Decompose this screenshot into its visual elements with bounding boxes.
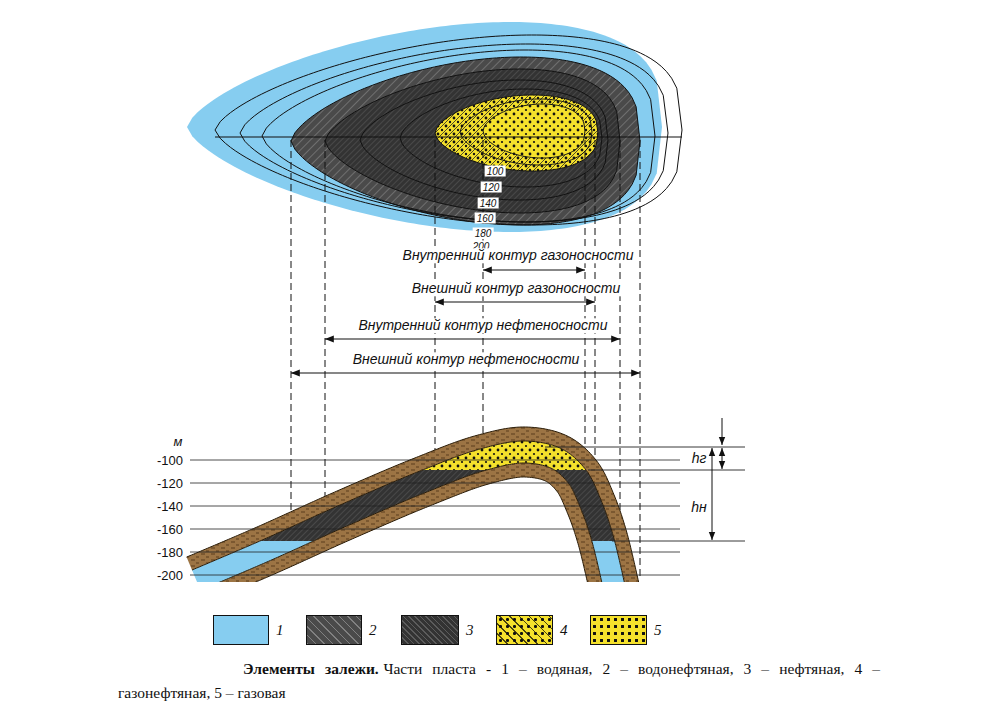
- thickness-arrow: [722, 448, 723, 469]
- contact-line: [545, 447, 745, 448]
- depth-line: [190, 460, 680, 461]
- water-zone: [192, 541, 626, 582]
- legend-number: 4: [560, 622, 568, 639]
- legend-swatch: [496, 615, 553, 645]
- depth-line: [190, 483, 680, 484]
- gas-part: [192, 441, 626, 470]
- thickness-arrow: [712, 448, 713, 540]
- projection-line: [291, 140, 292, 556]
- layer-boundary: [206, 477, 591, 582]
- contact-line: [588, 470, 745, 471]
- layer-boundary: [192, 441, 626, 582]
- thickness-arrow: [722, 418, 723, 445]
- dimension-arrow: [325, 338, 620, 339]
- oil-zone: [192, 470, 626, 541]
- depth-value: -180: [155, 546, 185, 560]
- contour-number: 140: [478, 198, 499, 209]
- depth-value: -200: [155, 569, 185, 583]
- legend-number: 5: [654, 622, 662, 639]
- layer-boundary: [187, 427, 640, 582]
- depth-line: [190, 529, 680, 530]
- depth-line: [190, 506, 680, 507]
- gas-thickness-label: hг: [690, 451, 709, 466]
- contour-number: 100: [485, 166, 506, 177]
- projection-line: [435, 140, 436, 470]
- contour-number: 160: [475, 213, 496, 224]
- dimension-arrow: [435, 301, 595, 302]
- legend-swatch: [590, 615, 647, 645]
- contour-label: Внешний контур нефтеносности: [351, 352, 582, 367]
- contour-number: 180: [473, 228, 494, 239]
- contour-label: Внешний контур газоносности: [410, 281, 623, 296]
- contour-label: Внутренний контур газоносности: [401, 248, 636, 263]
- projection-line: [640, 140, 641, 578]
- oil-zone: [325, 69, 620, 213]
- projection-line: [595, 140, 596, 470]
- depth-value: -100: [155, 454, 185, 468]
- gas-zone: [192, 441, 626, 470]
- legend-number: 3: [466, 622, 474, 639]
- legend-swatch: [401, 615, 459, 645]
- cross-section: [187, 427, 640, 582]
- projection-line: [585, 140, 586, 470]
- contour-label: Внутренний контур нефтеносности: [356, 318, 609, 333]
- oil-thickness-label: hн: [689, 500, 709, 515]
- projection-line: [620, 140, 621, 541]
- legend-swatch: [213, 615, 269, 645]
- contour-line: [215, 35, 682, 225]
- projection-line: [325, 140, 326, 540]
- dimension-arrow: [483, 269, 585, 270]
- profile-line: [215, 136, 682, 137]
- contour-line: [460, 99, 592, 165]
- oil-part: [192, 470, 626, 541]
- contact-line: [612, 541, 745, 542]
- legend-number: 1: [276, 622, 284, 639]
- caption-title: Элементы залежи.: [243, 660, 379, 677]
- dimension-arrow: [291, 372, 640, 373]
- gas-oil-zone: [435, 95, 598, 171]
- caption-block: Элементы залежи.Части пласта - 1 – водян…: [118, 657, 880, 705]
- contour-number: 120: [481, 182, 502, 193]
- contour-line: [360, 80, 608, 200]
- depth-value: -140: [155, 500, 185, 514]
- depth-line: [190, 575, 680, 576]
- depth-value: -160: [155, 523, 185, 537]
- caption-text: Части пласта - 1 – водяная, 2 – водонефт…: [118, 660, 880, 701]
- legend-swatch: [306, 615, 362, 645]
- gas-zone: [483, 104, 585, 158]
- axis-unit: м: [172, 435, 185, 449]
- contour-line: [262, 50, 655, 222]
- water-part: [192, 541, 626, 582]
- legend-number: 2: [369, 622, 377, 639]
- water-oil-zone: [291, 57, 640, 225]
- contour-line: [240, 44, 668, 222]
- contour-line: [400, 89, 602, 187]
- depth-line: [190, 552, 680, 553]
- depth-value: -120: [155, 477, 185, 491]
